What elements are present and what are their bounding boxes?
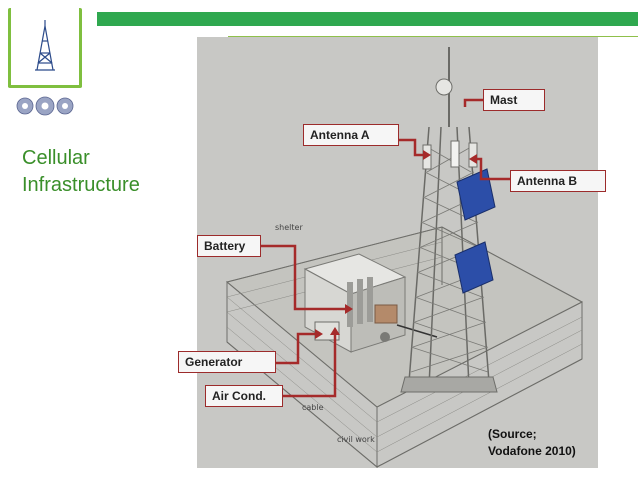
title-line-2: Infrastructure [22,174,140,196]
slide-title: Cellular Infrastructure [22,145,140,199]
label-generator: Generator [178,351,276,373]
label-air-cond: Air Cond. [205,385,283,407]
cell-site-illustration: shelter cable civil work [225,47,584,468]
gears-icon [16,96,74,116]
cable-caption: cable [302,403,324,412]
shelter-caption: shelter [275,223,303,232]
label-mast: Mast [483,89,545,111]
tower-logo-icon [35,20,55,71]
title-line-1: Cellular [22,147,90,169]
label-antenna-a: Antenna A [303,124,399,146]
civil-work-caption: civil work [337,435,375,444]
label-battery: Battery [197,235,261,257]
source-line-2: Vodafone 2010) [488,444,576,458]
header-accent-bar [97,12,638,26]
label-antenna-b: Antenna B [510,170,606,192]
logo-frame [8,8,82,88]
source-line-1: (Source; [488,427,537,441]
header-rule [228,36,638,37]
source-citation: (Source; Vodafone 2010) [488,426,576,460]
